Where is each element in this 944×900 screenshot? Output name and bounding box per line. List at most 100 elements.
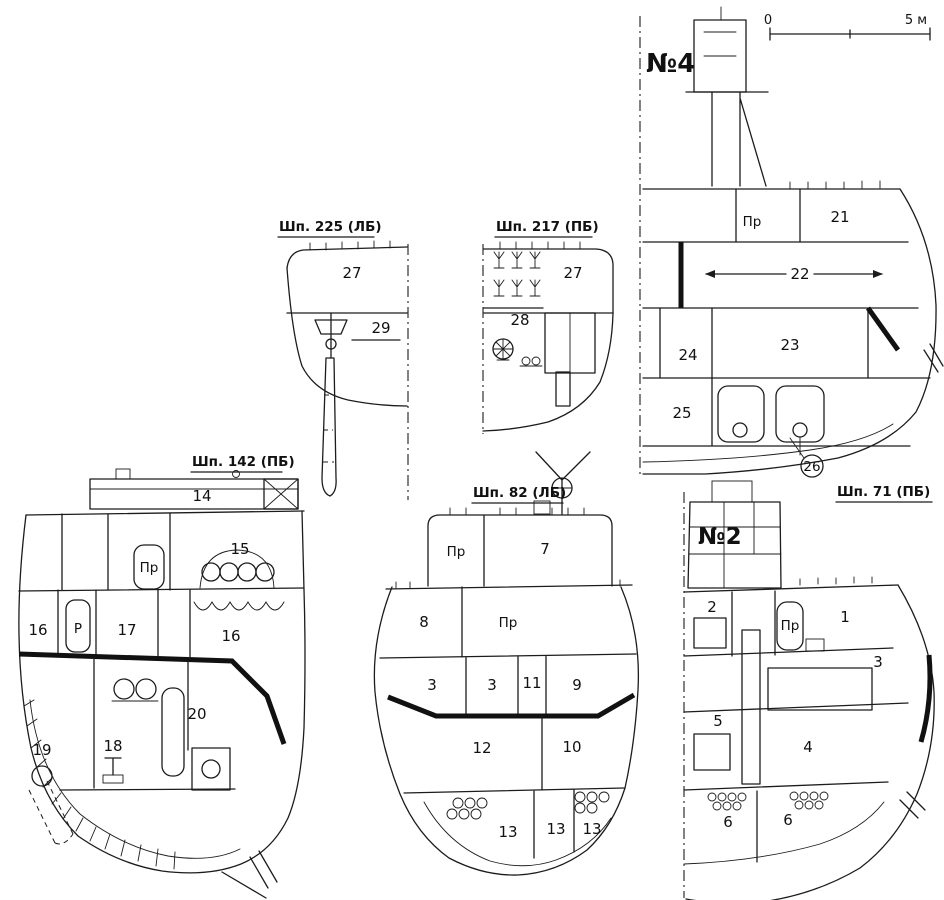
scale-max-label: 5 м [905,13,927,28]
tank-left [717,385,765,443]
room-3-label: 3 [873,653,883,671]
callout-circle-26 [800,454,824,478]
pipe [722,801,732,811]
inner-bottom [423,801,612,867]
machine-dial [201,759,221,779]
pipe [814,800,824,810]
room-18-label: 18 [103,737,122,755]
room-5-label: 5 [713,712,723,730]
room-15-label: 15 [230,540,249,558]
davit-hub-cross [551,477,573,499]
inner-bottom [683,801,885,865]
shaft-cylinder-hidden [28,780,74,845]
hull-outline [286,267,408,407]
valve-18 [104,757,122,776]
room-4-label: 4 [803,738,813,756]
bilge-keel [221,850,278,899]
section-shp217: Шп. 217 (ПБ) 27 28 [482,219,614,434]
level-4-partitions [642,377,911,447]
room-28-label: 28 [510,311,529,329]
pipe [804,800,814,810]
deck-2-and-partitions [642,188,909,243]
x-box [263,478,299,510]
pipe [598,791,610,803]
hull-outline [373,586,640,876]
section-no4-label: №4 [646,49,695,79]
pipe [586,791,598,803]
pipe [737,792,747,802]
level-4-partitions [403,787,625,859]
pipe-bundle-left [446,797,488,820]
section-no2: №2 Шп. 71 (ПБ) 2 Пр 1 3 5 4 [683,480,935,900]
room-13b-label: 13 [546,820,565,838]
pipe-row-right [789,791,829,810]
pump [135,678,157,700]
room-21-label: 21 [830,208,849,226]
wheel-spokes [492,338,514,361]
torpedo-tubes [199,549,275,589]
scale-bar: 0 5 м [764,13,931,41]
deck-stanchions [789,180,881,190]
pipe-bundle-right [574,791,610,814]
inner-bottom [29,699,241,859]
room-13a-label: 13 [498,823,517,841]
scale-zero-label: 0 [764,13,772,28]
mid-partitions [57,589,191,659]
tank-cylinder [161,687,185,777]
deck-4 [683,781,889,791]
room-29-label: 29 [371,319,390,337]
tube-hood [199,549,275,589]
deckhouse-14: 14 [89,468,299,510]
tube [237,562,257,582]
deck-2 [18,587,305,592]
tube [255,562,275,582]
bridge-details [703,6,737,57]
section-shp142: Шп. 142 (ПБ) 14 Пр 15 Р 16 [18,454,306,899]
room-17-label: 17 [117,621,136,639]
room-pr-main-label: Пр [499,615,518,631]
bollard [521,356,531,366]
room-14-label: 14 [192,487,211,505]
room-22-label: 22 [790,265,809,283]
roof-vent [533,500,551,515]
bollard [531,356,541,366]
helm-wheel [492,338,514,361]
pipe [464,797,476,809]
section-shp225: Шп. 225 (ЛБ) 27 29 [277,219,409,500]
level-2-partitions [379,653,637,715]
tank-left-fitting [732,422,748,438]
hatched-trunk [693,733,731,771]
bollards [519,356,543,367]
pipe [458,808,470,820]
inner-bottom [642,423,894,463]
level-3-partitions [642,307,931,379]
machinery [111,678,231,791]
pipe [794,800,804,810]
machine-box [191,747,231,791]
pipe [470,808,482,820]
deck-stanchions [799,576,873,586]
room-1-label: 1 [840,608,850,626]
deck-stanchions [395,579,621,589]
room-24-label: 24 [678,346,697,364]
pipe [707,792,717,802]
roof-stanchions [499,241,581,250]
armor-slope [865,306,901,352]
room-2-label: 2 [707,598,717,616]
small-locker [805,638,825,652]
deck-2 [683,647,894,657]
pipe [574,802,586,814]
section-shp82-title: Шп. 82 (ЛБ) [473,485,566,501]
section-shp142-title: Шп. 142 (ПБ) [192,454,295,470]
roof-stanchions [309,240,391,251]
pump [113,678,135,700]
room-9-label: 9 [572,676,582,694]
pipe [452,797,464,809]
superstructure [687,480,782,589]
room-27-label: 27 [342,264,361,282]
room-8-label: 8 [419,613,429,631]
bilge-keel [899,791,926,819]
room-pr-label: Пр [781,618,800,634]
weather-deck [385,584,633,590]
